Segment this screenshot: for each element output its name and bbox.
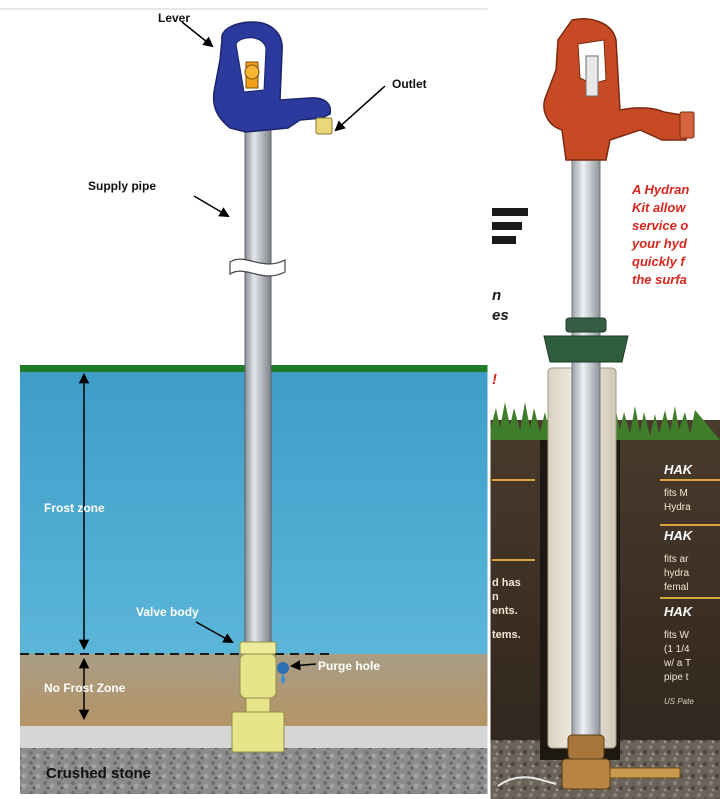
kit-section-line: w/ a T bbox=[663, 658, 691, 669]
kit-pipe bbox=[571, 159, 601, 741]
kit-mid-fragment: n bbox=[492, 287, 501, 304]
kit-section-line: pipe t bbox=[664, 672, 689, 683]
label-lever: Lever bbox=[158, 11, 190, 25]
hydrant-head bbox=[212, 21, 333, 135]
kit-mid-fragment: ! bbox=[492, 371, 497, 388]
kit-headline-line: your hyd bbox=[631, 236, 688, 251]
label-purge-hole: Purge hole bbox=[318, 659, 380, 673]
kit-headline-line: the surfa bbox=[632, 272, 687, 287]
kit-section-line: fits M bbox=[664, 488, 688, 499]
kit-section-line: fits ar bbox=[664, 554, 689, 565]
kit-headline-line: Kit allow bbox=[632, 200, 686, 215]
label-frost-zone: Frost zone bbox=[44, 501, 105, 515]
kit-mid-fragment: es bbox=[492, 307, 509, 324]
kit-section-title: HAK bbox=[664, 462, 694, 477]
crushed-stone-area bbox=[20, 748, 488, 794]
outlet-arrow bbox=[334, 85, 386, 132]
kit-section-line: (1 1/4 bbox=[664, 644, 690, 655]
kit-headline-line: quickly f bbox=[632, 254, 686, 269]
label-valve-body: Valve body bbox=[136, 605, 199, 619]
kit-left-fragment: ents. bbox=[492, 605, 518, 617]
kit-valve bbox=[561, 734, 681, 790]
kit-section-title: HAK bbox=[664, 604, 694, 619]
lever-arrow bbox=[181, 21, 214, 48]
label-supply-pipe: Supply pipe bbox=[88, 179, 156, 193]
kit-headline-line: A Hydran bbox=[631, 182, 689, 197]
kit-left-fragment: n bbox=[492, 591, 499, 603]
kit-section-line: femal bbox=[664, 582, 688, 593]
kit-collar bbox=[543, 317, 629, 363]
kit-hydrant-head bbox=[543, 18, 695, 161]
supply-pipe bbox=[244, 129, 272, 651]
kit-outlet bbox=[679, 111, 695, 139]
label-no-frost-zone: No Frost Zone bbox=[44, 681, 126, 695]
label-crushed-stone: Crushed stone bbox=[46, 765, 151, 782]
kit-headline-line: service o bbox=[632, 218, 688, 233]
kit-section-title: HAK bbox=[664, 528, 694, 543]
valve-body bbox=[231, 641, 289, 753]
label-outlet: Outlet bbox=[392, 77, 427, 91]
purge-hole-arrow bbox=[289, 660, 317, 671]
pipe-break-symbol bbox=[229, 258, 286, 277]
kit-headline: A Hydran Kit allow service o your hyd qu… bbox=[631, 182, 689, 287]
kit-section-line: Hydra bbox=[664, 502, 691, 513]
kit-lever-rod bbox=[585, 55, 599, 97]
supply-pipe-arrow bbox=[193, 195, 230, 218]
kit-panel: A Hydran Kit allow service o your hyd qu… bbox=[490, 0, 720, 799]
valve-body-arrow bbox=[195, 621, 234, 644]
kit-section-line: hydra bbox=[664, 568, 689, 579]
left-diagram: Lever Outlet Supply pipe Frost zone Valv… bbox=[0, 8, 488, 794]
purge-hole-drop bbox=[277, 662, 289, 674]
outlet-nozzle bbox=[315, 117, 333, 135]
kit-footnote: US Pate bbox=[664, 697, 694, 706]
kit-section-line: fits W bbox=[664, 630, 690, 641]
kit-left-fragment: d has bbox=[492, 577, 521, 589]
kit-left-fragment: tems. bbox=[492, 629, 521, 641]
